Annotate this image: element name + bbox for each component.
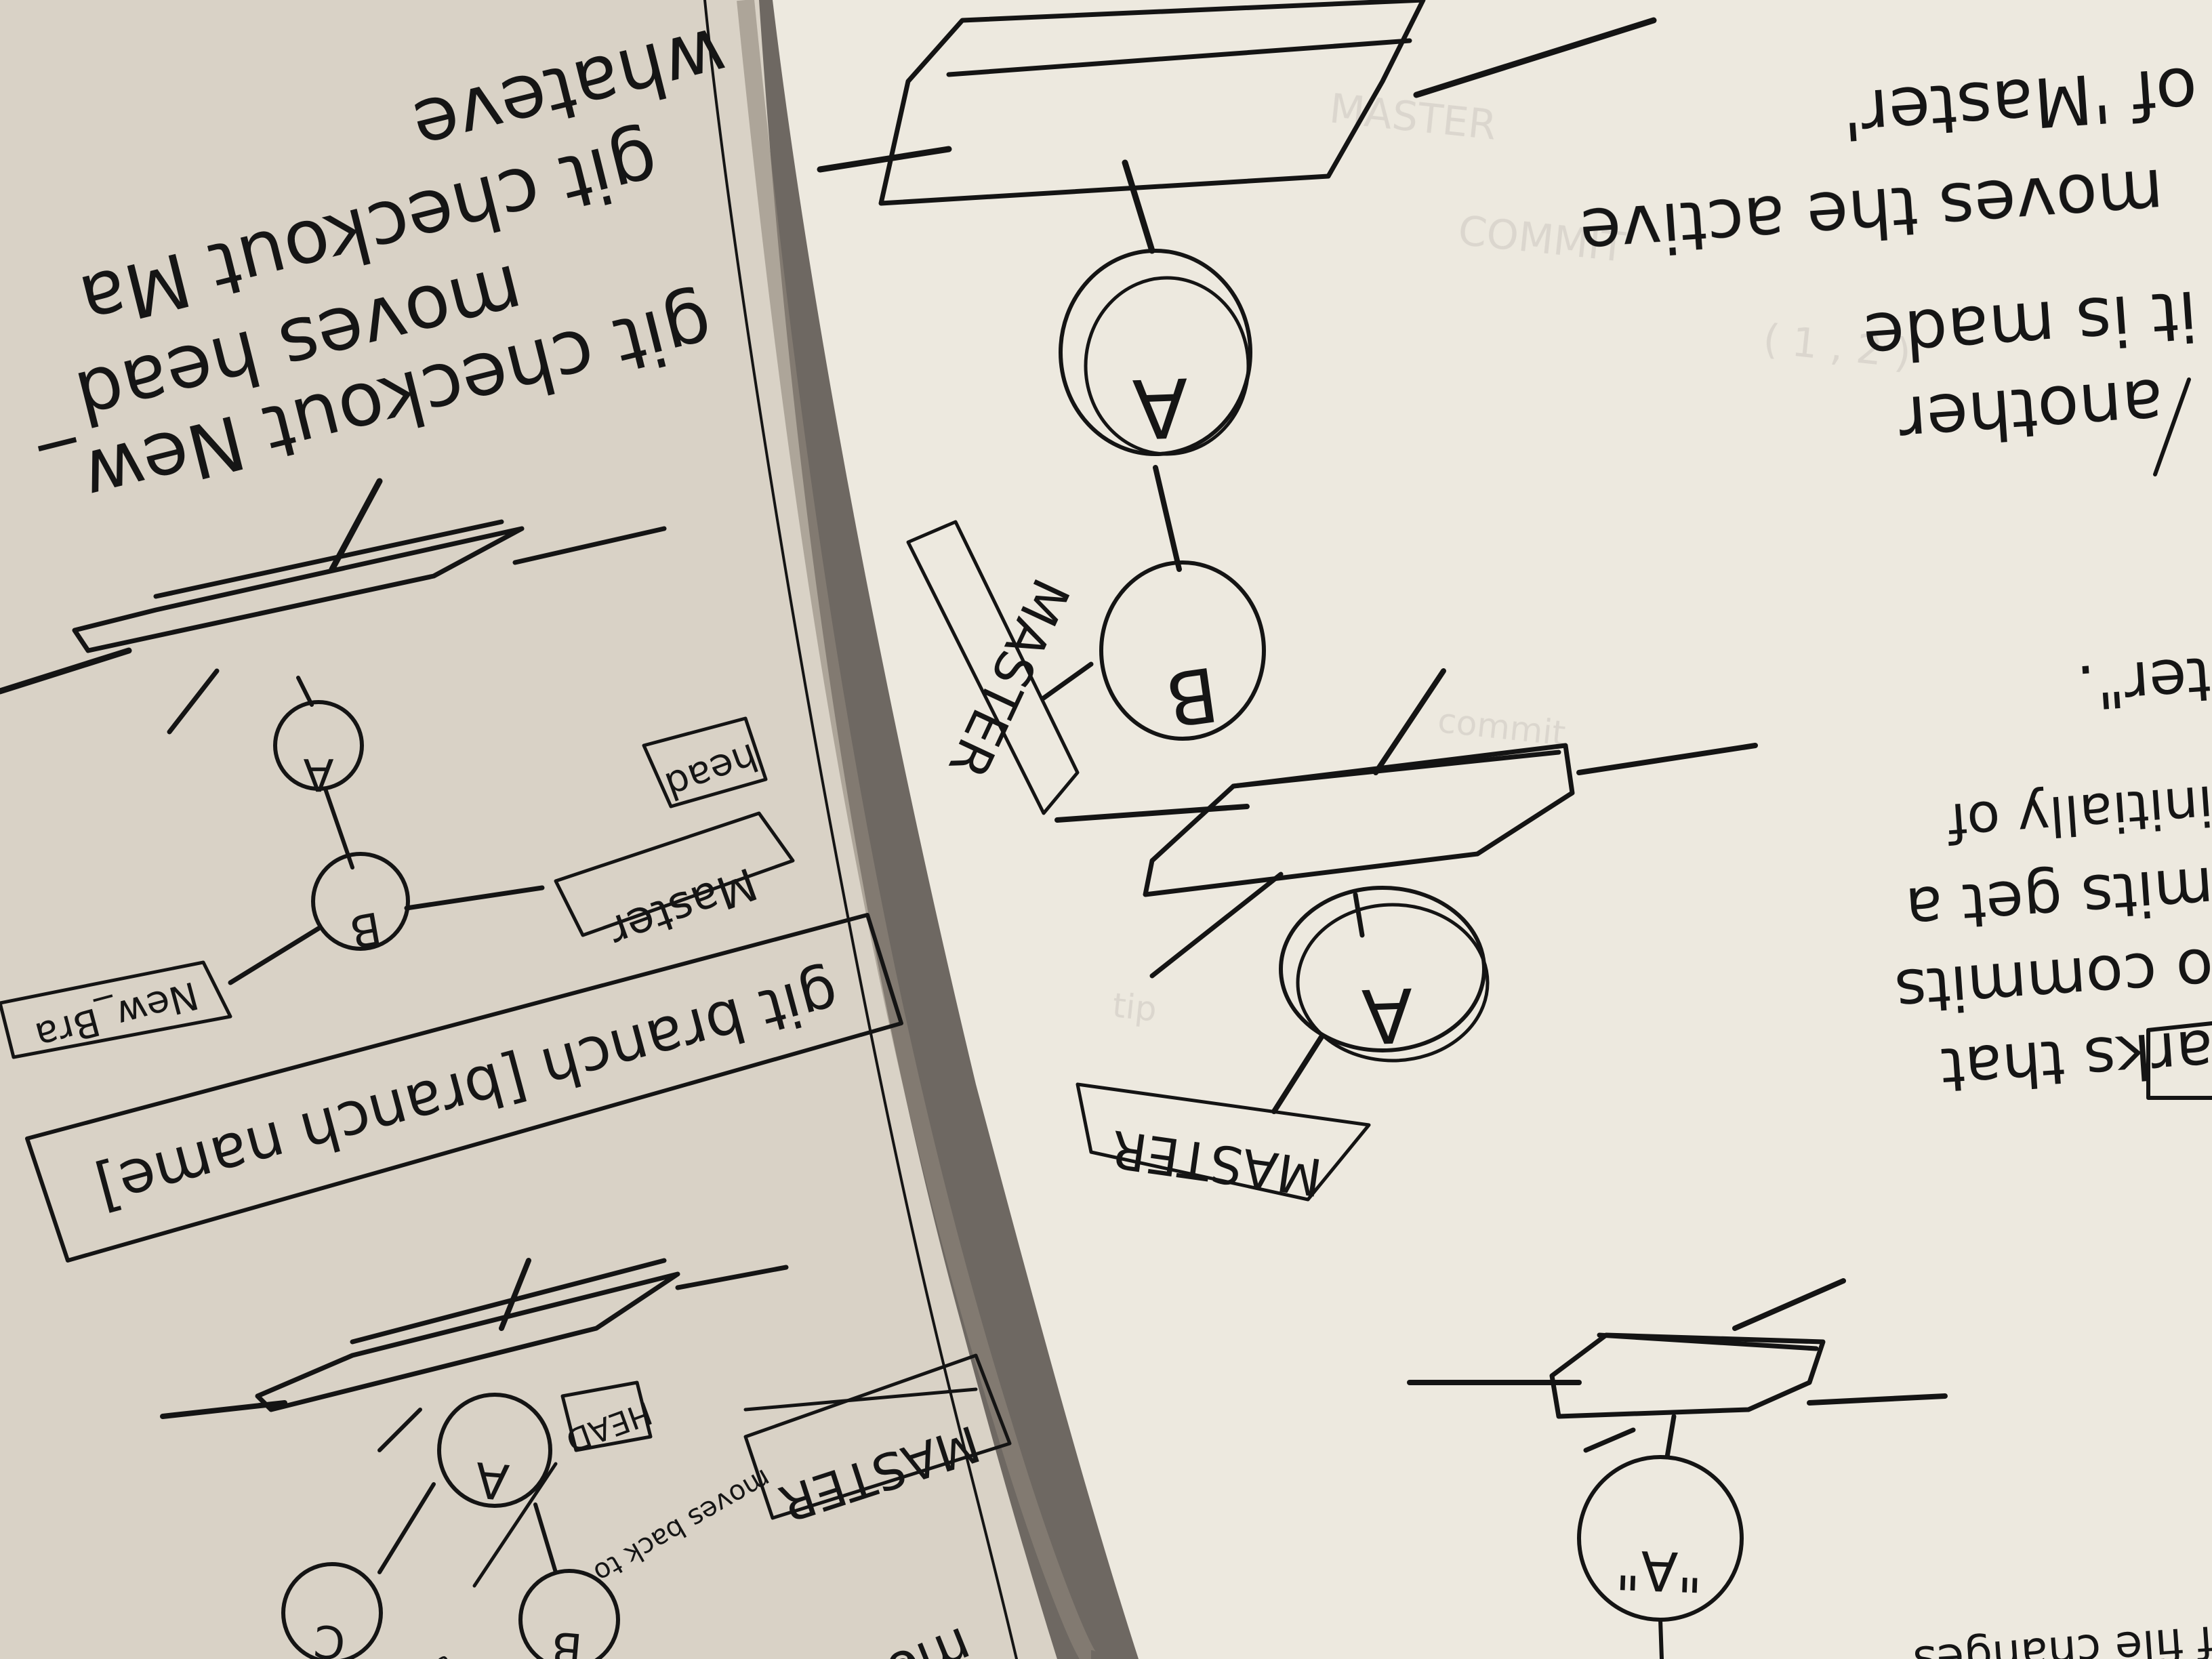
commit-a2: A: [473, 1451, 511, 1511]
commit-a-mid: A: [1361, 971, 1415, 1060]
commit-a-top: A: [1131, 359, 1190, 455]
page-gutter: [737, 0, 1097, 1659]
commit-a-bottom: "A": [1615, 1538, 1704, 1603]
commit-c2: C: [312, 1614, 348, 1659]
svg-text:tip: tip: [1111, 985, 1159, 1029]
commit-b-top: B: [1160, 650, 1223, 743]
commit-b2: B: [549, 1621, 584, 1659]
right-diagram-bottom: "A": [1407, 1278, 1948, 1659]
right-page: [773, 0, 2212, 1659]
note-another: another: [1896, 363, 2166, 461]
note-ter: ter".: [2074, 642, 2212, 723]
left-page-margin-line: [703, 0, 1018, 1659]
commit-a: A: [303, 748, 333, 800]
